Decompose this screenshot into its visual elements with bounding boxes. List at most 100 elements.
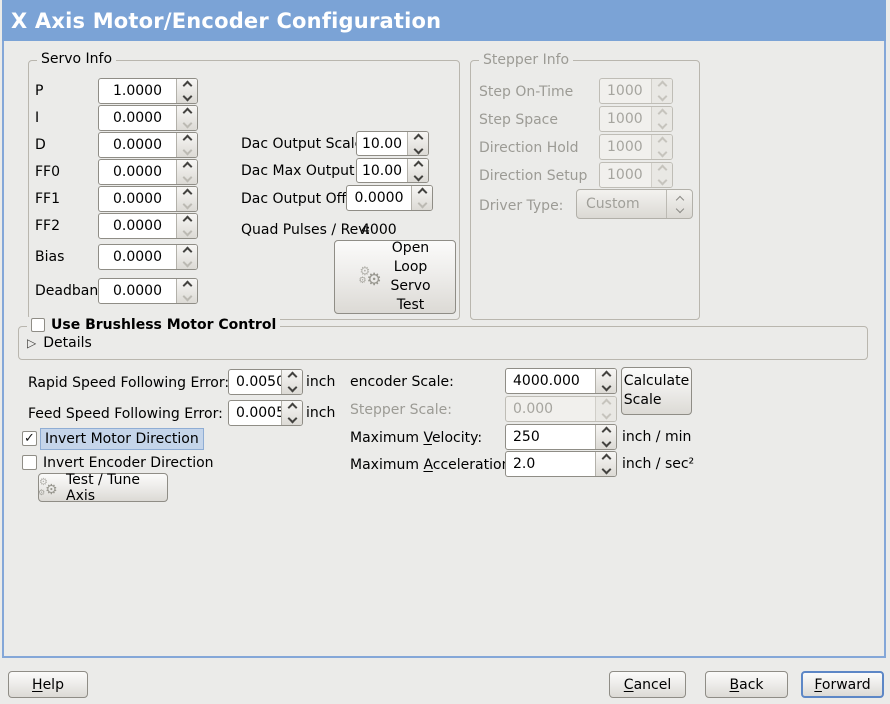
rapid-following-error-spinbox[interactable]: 0.0050 — [228, 369, 303, 395]
spin-up-icon — [182, 280, 192, 291]
spin-up-icon — [657, 108, 667, 119]
details-expander[interactable]: ▷ Details — [27, 335, 92, 351]
spin-down-icon — [413, 144, 423, 154]
maximum-acceleration-label: Maximum Acceleration: — [350, 457, 516, 473]
dac-output-offset-label: Dac Output Offset: — [241, 191, 373, 207]
spinner-buttons[interactable] — [595, 369, 616, 393]
back-label: Back — [729, 676, 764, 693]
gears-icon: ⚙ ⚙ ⚙ — [358, 264, 382, 290]
cancel-button[interactable]: Cancel — [609, 671, 686, 698]
feed-following-error-unit: inch — [306, 405, 336, 421]
spin-up-icon — [657, 164, 667, 175]
spinner-buttons[interactable] — [595, 452, 616, 476]
spinner-buttons[interactable] — [281, 401, 302, 425]
brushless-frame: Use Brushless Motor Control ▷ Details — [18, 317, 868, 360]
spinner-buttons[interactable] — [176, 279, 197, 303]
direction-hold-label: Direction Hold — [479, 140, 579, 156]
ff1-label: FF1 — [35, 191, 61, 207]
maximum-velocity-spinbox[interactable]: 250 — [505, 424, 617, 450]
spinner-buttons[interactable] — [407, 132, 428, 155]
dac-output-offset-spinbox[interactable]: 0.0000 — [346, 185, 433, 211]
maximum-acceleration-unit: inch / sec² — [622, 456, 695, 472]
test-tune-axis-label: Test / Tune Axis — [66, 471, 140, 504]
driver-type-label: Driver Type: — [479, 198, 564, 214]
invert-encoder-label: Invert Encoder Direction — [43, 455, 214, 471]
rapid-following-error-unit: inch — [306, 374, 336, 390]
ff2-spinbox[interactable]: 0.0000 — [98, 213, 198, 239]
dac-output-scale-label: Dac Output Scale: — [241, 136, 368, 152]
help-button[interactable]: Help — [8, 671, 88, 698]
help-label: Help — [32, 676, 64, 693]
encoder-scale-spinbox[interactable]: 4000.000 — [505, 368, 617, 394]
back-button[interactable]: Back — [705, 671, 788, 698]
spin-up-icon — [601, 398, 611, 409]
spin-down-icon — [182, 291, 192, 302]
spin-down-icon — [601, 437, 611, 448]
spin-up-icon — [657, 136, 667, 147]
spin-down-icon — [657, 175, 667, 186]
d-label: D — [35, 137, 46, 153]
spinner-buttons[interactable] — [176, 160, 197, 184]
ff1-spinbox[interactable]: 0.0000 — [98, 186, 198, 212]
step-space-spinbox: 1000 — [599, 106, 673, 132]
spinner-buttons[interactable] — [407, 159, 428, 182]
spinner-buttons — [651, 79, 672, 103]
ff2-label: FF2 — [35, 218, 61, 234]
spinner-buttons — [651, 107, 672, 131]
direction-hold-spinbox: 1000 — [599, 134, 673, 160]
spin-down-icon — [417, 198, 427, 209]
dac-max-output-label: Dac Max Output: — [241, 163, 360, 179]
use-brushless-label: Use Brushless Motor Control — [51, 317, 277, 333]
maximum-velocity-label: Maximum Velocity: — [350, 430, 483, 446]
spin-up-icon — [413, 160, 423, 170]
spinner-buttons[interactable] — [176, 187, 197, 211]
i-label: I — [35, 110, 40, 126]
spinner-buttons[interactable] — [176, 106, 197, 130]
invert-motor-label[interactable]: Invert Motor Direction — [40, 428, 204, 450]
combo-arrows-icon — [666, 190, 692, 218]
test-tune-axis-button[interactable]: ⚙ ⚙ ⚙ Test / Tune Axis — [38, 471, 168, 504]
p-spinbox[interactable]: 1.0000 — [98, 78, 198, 104]
calculate-scale-label: Calculate Scale — [623, 373, 690, 408]
spinner-buttons[interactable] — [176, 214, 197, 238]
maximum-acceleration-spinbox[interactable]: 2.0 — [505, 451, 617, 477]
spinner-buttons[interactable] — [176, 133, 197, 157]
spinner-buttons[interactable] — [176, 245, 197, 269]
spinner-buttons — [651, 135, 672, 159]
spinner-buttons[interactable] — [281, 370, 302, 394]
spin-down-icon — [657, 119, 667, 130]
i-spinbox[interactable]: 0.0000 — [98, 105, 198, 131]
invert-encoder-checkbox[interactable] — [22, 455, 37, 470]
deadband-spinbox[interactable]: 0.0000 — [98, 278, 198, 304]
spin-down-icon — [182, 118, 192, 129]
spinner-buttons — [651, 163, 672, 187]
invert-motor-checkbox[interactable]: ✓ — [22, 431, 37, 446]
spin-down-icon — [601, 464, 611, 475]
spin-up-icon — [182, 80, 192, 91]
driver-type-value: Custom — [586, 196, 640, 212]
spin-down-icon — [182, 172, 192, 183]
brushless-legend: Use Brushless Motor Control — [27, 317, 281, 333]
d-spinbox[interactable]: 0.0000 — [98, 132, 198, 158]
calculate-scale-button[interactable]: Calculate Scale — [621, 367, 692, 415]
details-label: Details — [43, 335, 92, 351]
bias-spinbox[interactable]: 0.0000 — [98, 244, 198, 270]
use-brushless-checkbox[interactable] — [31, 318, 45, 332]
step-space-label: Step Space — [479, 112, 558, 128]
cancel-label: Cancel — [623, 676, 672, 693]
spin-down-icon — [182, 257, 192, 268]
dac-output-scale-spinbox[interactable]: 10.00 — [356, 131, 429, 156]
spinner-buttons[interactable] — [176, 79, 197, 103]
dac-max-output-spinbox[interactable]: 10.00 — [356, 158, 429, 183]
spinner-buttons[interactable] — [595, 425, 616, 449]
driver-type-combobox: Custom — [576, 189, 693, 219]
expander-arrow-icon: ▷ — [27, 336, 37, 350]
ff0-spinbox[interactable]: 0.0000 — [98, 159, 198, 185]
bias-label: Bias — [35, 249, 65, 265]
open-loop-servo-test-button[interactable]: ⚙ ⚙ ⚙ Open Loop Servo Test — [334, 240, 456, 314]
feed-following-error-spinbox[interactable]: 0.0005 — [228, 400, 303, 426]
spin-up-icon — [417, 187, 427, 198]
spin-down-icon — [601, 381, 611, 392]
forward-button[interactable]: Forward — [801, 671, 884, 698]
spinner-buttons[interactable] — [411, 186, 432, 210]
